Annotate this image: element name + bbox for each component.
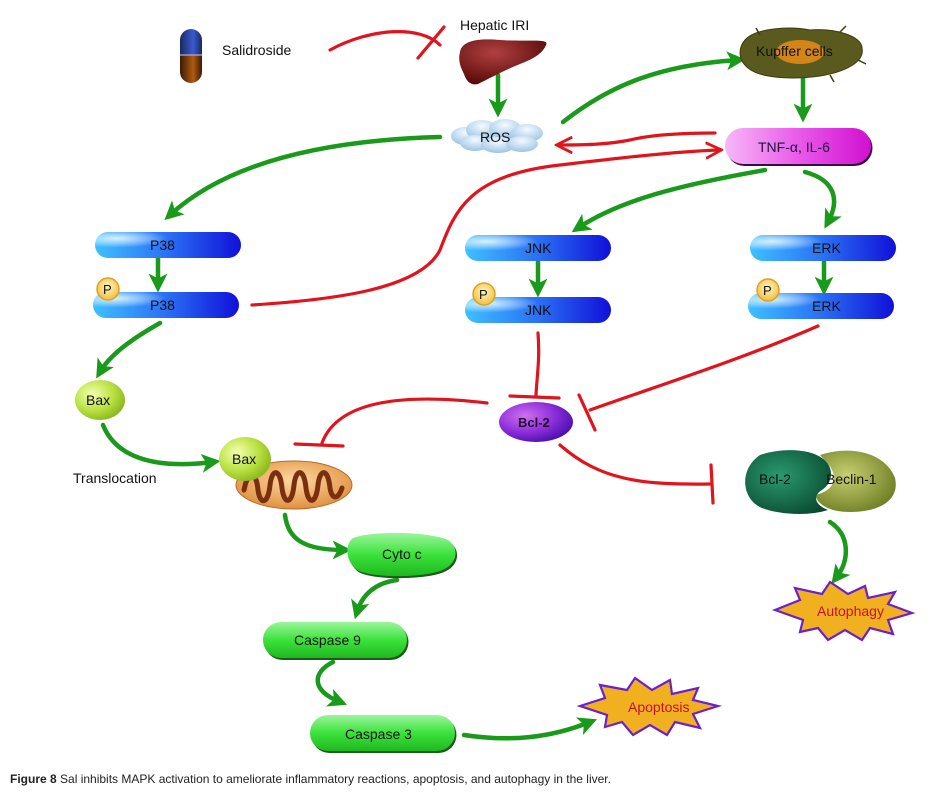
capsule-icon — [180, 29, 202, 83]
edge-pjnk-inhibits-bcl2 — [508, 331, 561, 400]
phosphate-label: P — [479, 287, 488, 302]
phosphate-icon — [96, 277, 120, 301]
label-complex-bcl2: Bcl-2 — [759, 471, 791, 487]
node-apoptosis: Apoptosis — [576, 676, 723, 737]
node-cyto-c: Cyto c — [347, 532, 458, 579]
liver-icon — [459, 39, 547, 85]
node-phospho-erk: ERK P — [748, 278, 894, 319]
node-bcl2: Bcl-2 — [499, 402, 573, 442]
edge-bcl2-inhibits-complex — [558, 443, 715, 505]
cell-icon — [739, 25, 867, 83]
figure-caption-text: Sal inhibits MAPK activation to ameliora… — [56, 772, 611, 786]
label-jnk: JNK — [525, 240, 552, 256]
node-bax-mitochondria: Bax — [219, 437, 271, 481]
node-erk: ERK — [750, 235, 896, 261]
label-caspase-9: Caspase 9 — [294, 632, 361, 648]
node-jnk: JNK — [465, 235, 611, 261]
label-phospho-jnk: JNK — [525, 302, 552, 318]
label-translocation: Translocation — [73, 470, 157, 486]
label-phospho-p38: P38 — [150, 297, 175, 313]
node-caspase-3: Caspase 3 — [310, 715, 457, 753]
node-tnf-il6: TNF-α, IL-6 — [725, 128, 873, 166]
edge-complex-to-autophagy — [827, 519, 851, 584]
edge-tnf-to-erk — [802, 169, 842, 229]
label-phospho-erk: ERK — [812, 298, 841, 314]
edge-ros-to-p38 — [164, 134, 443, 221]
burst-icon — [771, 580, 916, 642]
phosphate-icon — [472, 282, 496, 306]
node-phospho-jnk: JNK P — [465, 282, 611, 323]
label-salidroside: Salidroside — [222, 42, 291, 58]
node-bax: Bax — [75, 380, 125, 420]
edge-bax-translocation — [100, 422, 221, 473]
label-kupffer-cells: Kupffer cells — [756, 43, 833, 59]
label-caspase-3: Caspase 3 — [345, 726, 412, 742]
phosphate-label: P — [763, 283, 772, 298]
label-apoptosis: Apoptosis — [628, 699, 689, 715]
label-ros: ROS — [480, 129, 510, 145]
figure-number: Figure 8 — [10, 772, 57, 786]
node-bcl2-beclin1-complex: Bcl-2 Beclin-1 — [745, 450, 896, 514]
node-caspase-9: Caspase 9 — [263, 622, 409, 660]
phosphate-label: P — [103, 282, 112, 297]
figure-caption: Figure 8 Sal inhibits MAPK activation to… — [10, 772, 611, 786]
edge-casp9-to-casp3 — [315, 659, 348, 707]
label-cyto-c: Cyto c — [382, 546, 422, 562]
label-beclin1: Beclin-1 — [826, 471, 877, 487]
edge-pp38-to-bax — [96, 320, 163, 379]
label-tnf-il6: TNF-α, IL-6 — [758, 139, 830, 155]
edge-perk-inhibits-bcl2 — [577, 324, 820, 432]
phosphate-icon — [756, 278, 780, 302]
label-bax-mitochondria: Bax — [232, 451, 256, 467]
node-phospho-p38: P38 P — [93, 277, 239, 318]
edge-mito-to-cytoc — [282, 512, 352, 560]
label-bax: Bax — [86, 392, 110, 408]
edge-casp3-to-apoptosis — [461, 717, 598, 741]
edge-tnf-to-ros — [560, 131, 717, 145]
label-bcl2: Bcl-2 — [518, 415, 550, 430]
edge-ros-to-kupffer — [560, 51, 746, 125]
label-autophagy: Autophagy — [817, 603, 884, 619]
cloud-icon — [451, 119, 543, 153]
edge-salidroside-inhibits-hepatic-iri — [328, 25, 446, 60]
label-p38: P38 — [150, 237, 175, 253]
edge-p38-to-tnf — [250, 150, 718, 307]
edge-bcl2-inhibits-bax — [293, 397, 489, 448]
label-erk: ERK — [812, 240, 841, 256]
burst-icon — [576, 676, 723, 737]
label-hepatic-iri: Hepatic IRI — [460, 17, 529, 33]
edge-cytoc-to-casp9 — [351, 577, 400, 620]
node-p38: P38 — [95, 232, 241, 258]
edge-tnf-to-jnk — [571, 167, 768, 233]
node-autophagy: Autophagy — [771, 580, 916, 642]
